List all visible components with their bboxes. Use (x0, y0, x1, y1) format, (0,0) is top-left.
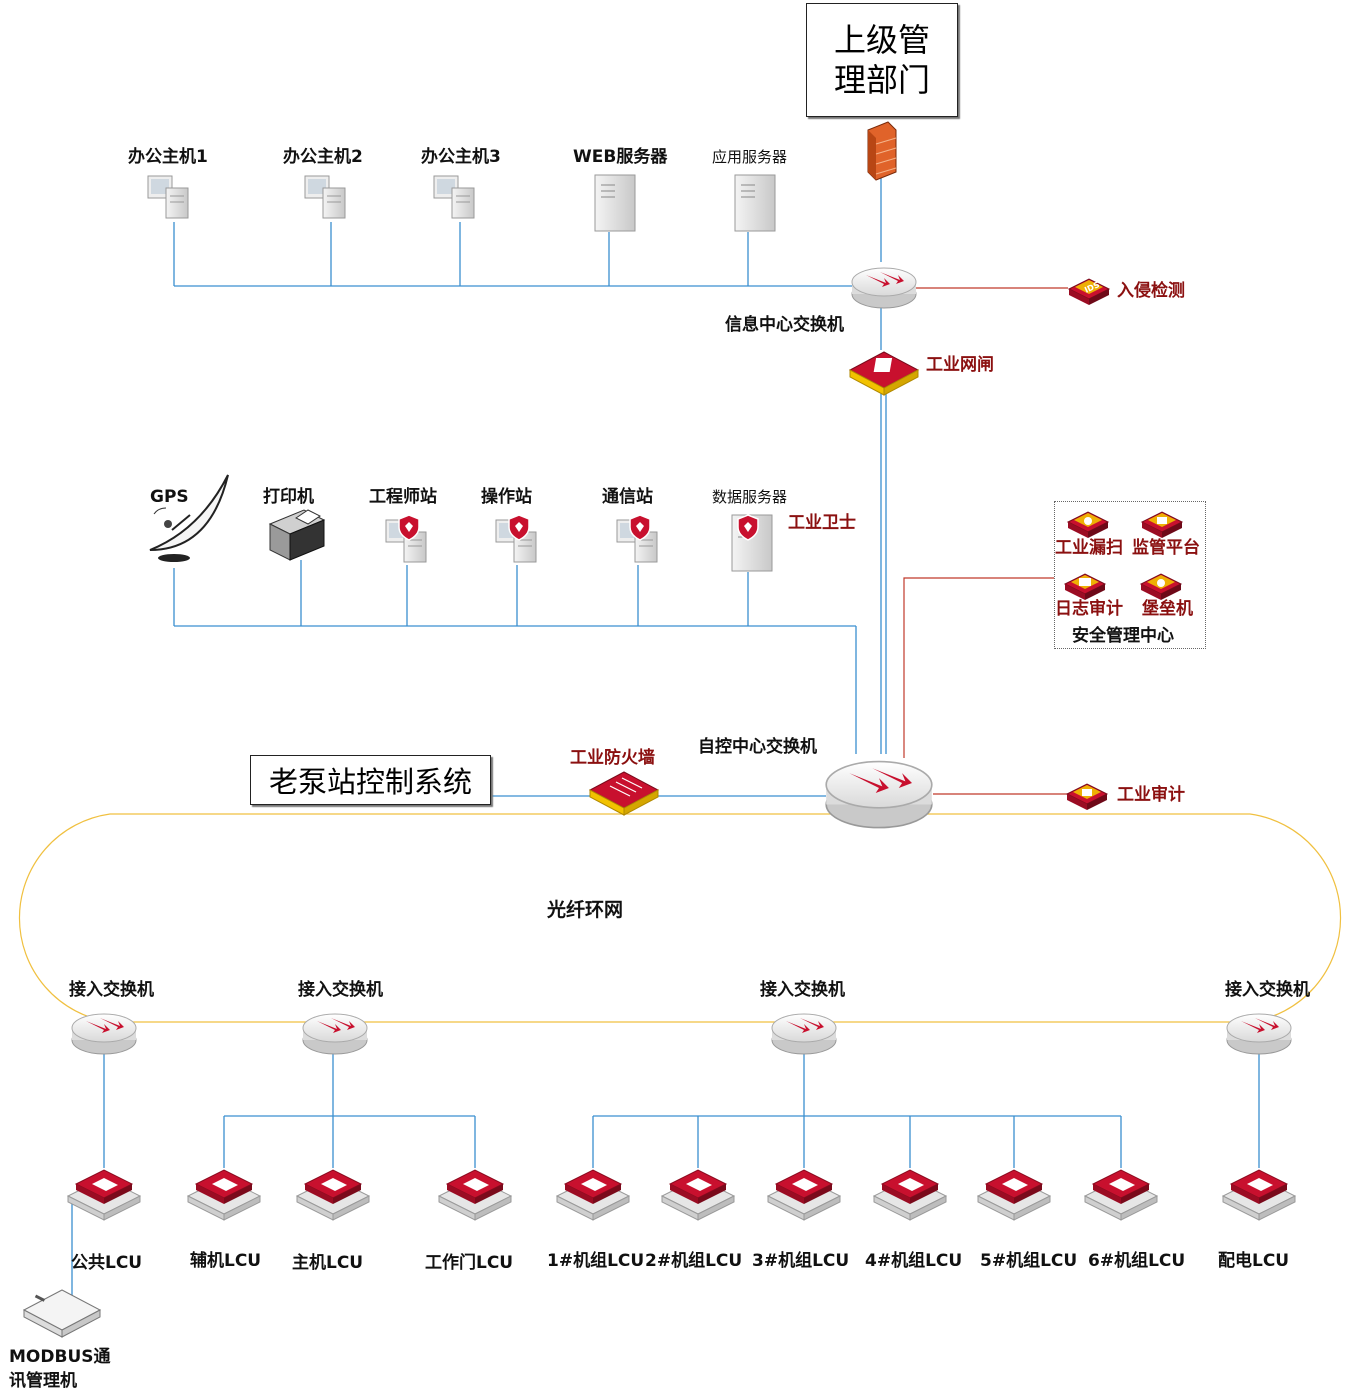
modbus-device-icon (22, 1289, 102, 1338)
data-server-icon (731, 514, 773, 572)
lcu-icon (873, 1169, 947, 1221)
office-host-2-label: 办公主机2 (283, 147, 363, 167)
operator-station-label: 操作站 (481, 487, 532, 507)
office-host-3-label: 办公主机3 (421, 147, 501, 167)
guard-label: 工业卫士 (788, 513, 856, 533)
lcu-icon (1084, 1169, 1158, 1221)
access-switch-icon (71, 1013, 137, 1055)
printer-label: 打印机 (263, 487, 314, 507)
gateway-label: 工业网闸 (926, 355, 994, 375)
lcu-icon (661, 1169, 735, 1221)
industrial-audit-icon (1066, 783, 1108, 811)
info-center-switch-icon (851, 267, 917, 309)
lcu-label: 辅机LCU (190, 1251, 262, 1271)
lcu-label: 6#机组LCU (1088, 1251, 1186, 1271)
office-host-1-label: 办公主机1 (128, 147, 208, 167)
lcu-icon (556, 1169, 630, 1221)
lcu-icon (438, 1169, 512, 1221)
log-audit-label: 日志审计 (1055, 599, 1123, 619)
lcu-label: 4#机组LCU (865, 1251, 963, 1271)
app-server-icon (734, 174, 776, 232)
blue-links (71, 178, 1260, 1300)
lcu-label: 2#机组LCU (645, 1251, 743, 1271)
bastion-host-icon (1140, 573, 1182, 601)
access-switch-label: 接入交换机 (760, 980, 845, 1000)
access-switch-label: 接入交换机 (298, 980, 383, 1000)
web-server-icon (594, 174, 636, 232)
firewall-label: 工业防火墙 (570, 748, 655, 768)
core-switch-icon (825, 760, 933, 829)
bastion-host-label: 堡垒机 (1142, 599, 1193, 619)
office-pc-icon (147, 175, 189, 219)
info-switch-label: 信息中心交换机 (725, 315, 844, 335)
firewall-icon (867, 121, 897, 181)
office-pc-icon (433, 175, 475, 219)
access-switch-icon (771, 1013, 837, 1055)
lcu-label: 工作门LCU (425, 1253, 514, 1273)
engineer-station-icon (385, 514, 427, 563)
app-server-label: 应用服务器 (712, 148, 788, 166)
lcu-label: 配电LCU (1218, 1251, 1290, 1271)
access-switch-icon (1226, 1013, 1292, 1055)
engineer-station-label: 工程师站 (369, 487, 437, 507)
modbus-label: MODBUS通讯管理机 (9, 1347, 111, 1391)
lcu-icon (296, 1169, 370, 1221)
fiber-ring (18, 813, 1342, 1023)
lcu-icon (1222, 1169, 1296, 1221)
access-switch-icon (302, 1013, 368, 1055)
industrial-firewall-icon (588, 771, 660, 816)
security-center-title: 安全管理中心 (1072, 626, 1174, 646)
old-pump-system-box: 老泵站控制系统 (250, 755, 491, 805)
fiber-ring-label: 光纤环网 (547, 899, 624, 921)
core-switch-label: 自控中心交换机 (698, 737, 817, 757)
lcu-icon (767, 1169, 841, 1221)
red-links (903, 287, 1070, 795)
printer-icon (268, 509, 326, 561)
lcu-icon (187, 1169, 261, 1221)
access-switch-label: 接入交换机 (69, 980, 154, 1000)
monitor-platform-icon (1141, 511, 1183, 539)
log-audit-icon (1064, 573, 1106, 601)
upper-management-box: 上级管理部门 (806, 3, 958, 117)
monitor-platform-label: 监管平台 (1132, 538, 1200, 558)
lcu-label: 5#机组LCU (980, 1251, 1078, 1271)
audit-label: 工业审计 (1117, 785, 1185, 805)
comm-station-label: 通信站 (602, 487, 653, 507)
gps-dish-icon (149, 474, 229, 562)
lcu-label: 主机LCU (292, 1253, 364, 1273)
ids-label: 入侵检测 (1117, 281, 1185, 301)
vuln-scan-icon (1067, 511, 1109, 539)
gateway-icon (848, 351, 920, 396)
lcu-label: 1#机组LCU (547, 1251, 645, 1271)
web-server-label: WEB服务器 (573, 147, 668, 167)
lcu-label: 3#机组LCU (752, 1251, 850, 1271)
operator-station-icon (495, 514, 537, 563)
lcu-icon (67, 1169, 141, 1221)
gps-label: GPS (150, 487, 189, 507)
ids-icon: IDS (1068, 278, 1110, 306)
office-pc-icon (304, 175, 346, 219)
lcu-icon (977, 1169, 1051, 1221)
vuln-scan-label: 工业漏扫 (1055, 538, 1123, 558)
access-switch-label: 接入交换机 (1225, 980, 1310, 1000)
security-center-box (1054, 501, 1206, 649)
lcu-label: 公共LCU (71, 1253, 143, 1273)
comm-station-icon (616, 514, 658, 563)
data-server-label: 数据服务器 (712, 488, 788, 506)
